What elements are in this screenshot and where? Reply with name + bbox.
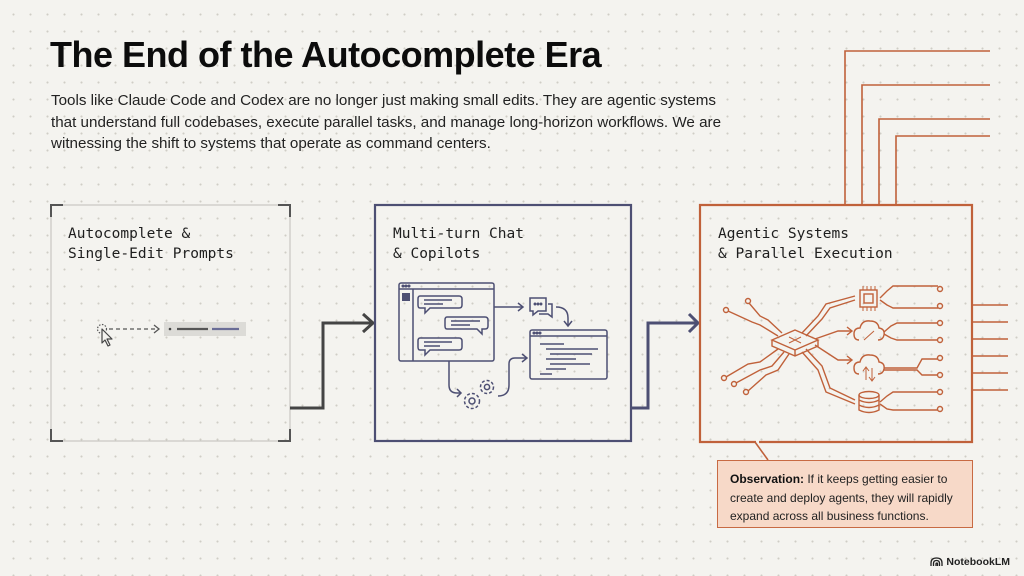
- stage-3-box: [698, 203, 974, 461]
- observation-text: If it keeps getting easier to create and…: [730, 472, 953, 523]
- cursor-autocomplete-icon: [96, 322, 246, 347]
- cpu-chip-icon: [859, 286, 878, 311]
- top-output-lines: [844, 50, 990, 205]
- page-subtitle: Tools like Claude Code and Codex are no …: [51, 92, 722, 152]
- stage-1-box: [50, 204, 291, 442]
- connector-arrow-1: [290, 312, 376, 410]
- stage-2-box: [373, 203, 633, 443]
- notebooklm-branding: NotebookLM: [930, 556, 1010, 568]
- cloud-sync-icon: [853, 320, 885, 341]
- connector-arrow-2: [631, 312, 701, 410]
- right-output-lines: [972, 304, 1008, 391]
- gear-icon: [463, 379, 495, 410]
- observation-callout: Observation: If it keeps getting easier …: [717, 460, 973, 528]
- notebooklm-label: NotebookLM: [946, 556, 1010, 568]
- page-title: The End of the Autocomplete Era: [50, 34, 602, 75]
- stage-2-title: Multi-turn Chat & Copilots: [393, 226, 524, 262]
- chat-window-icon: [398, 282, 608, 410]
- observation-label: Observation:: [730, 472, 805, 486]
- agent-router-icon: [720, 285, 944, 414]
- stage-1-title: Autocomplete & Single-Edit Prompts: [68, 226, 234, 262]
- database-icon: [858, 390, 880, 414]
- stage-3-title: Agentic Systems & Parallel Execution: [718, 226, 893, 262]
- notebooklm-logo-icon: [930, 557, 944, 566]
- cloud-upload-download-icon: [853, 354, 885, 382]
